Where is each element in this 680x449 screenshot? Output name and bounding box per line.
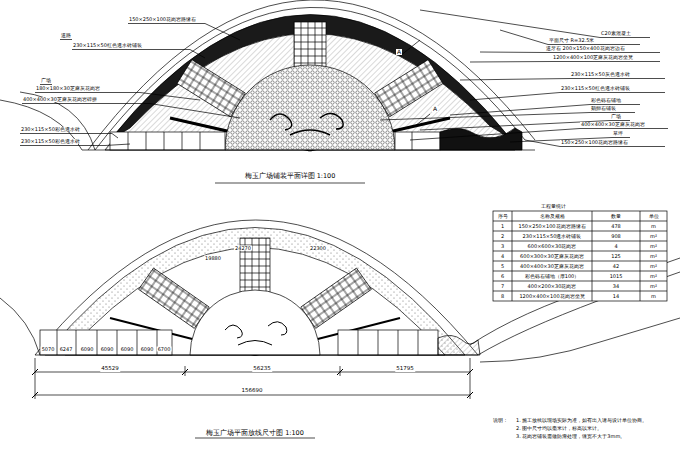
- dimension: 6090: [100, 347, 115, 352]
- dimension: 22300: [309, 246, 327, 251]
- dimension: 6247: [59, 347, 74, 352]
- table-header: 单位: [648, 214, 660, 219]
- table-header: 序号: [497, 214, 509, 219]
- note-text: 1. 施工放线以现场实际为准，如有出入请与设计单位协商。: [515, 418, 648, 423]
- callout-text: 广场: [610, 114, 622, 119]
- callout-text: 230×115×50彩色透水砖: [20, 127, 81, 132]
- callout-text: 彩色砾石铺地: [590, 98, 622, 103]
- table-cell: 7: [500, 284, 505, 289]
- table-cell: 4: [500, 254, 505, 259]
- drawing-title: 梅玉广场平面放线尺寸图 1:100: [205, 430, 305, 437]
- note-text: 3. 花岗岩铺装需做防滑处理，缝宽不大于3mm。: [515, 434, 626, 439]
- table-cell: m²: [649, 264, 658, 269]
- callout-text: 230×115×50红色透水砖铺装: [72, 43, 143, 48]
- table-cell: m²: [649, 254, 658, 259]
- callout-text: 道牙石 200×150×400花岗岩边石: [545, 46, 626, 51]
- dimension: 6090: [80, 347, 95, 352]
- callout-text: 广场: [40, 78, 52, 83]
- callout-text: 1200×400×100芝麻灰花岗岩坐凳: [552, 55, 634, 60]
- callout-text: 道路: [60, 33, 72, 38]
- table-cell: m²: [649, 284, 658, 289]
- note-heading: 说明：: [492, 418, 509, 423]
- callout-text: 鹅卵石铺装: [590, 106, 617, 111]
- table-cell: 6: [500, 274, 505, 279]
- section-mark: A: [432, 106, 438, 112]
- callout-text: 150×250×100花岗岩路缘石: [560, 140, 629, 145]
- table-cell: 3: [500, 244, 505, 249]
- table-cell: 478: [610, 224, 622, 229]
- table-cell: 230×115×50透水砖铺装: [522, 234, 583, 239]
- drawing-title: 梅玉广场铺装平面详图 1:100: [244, 173, 337, 180]
- note-text: 2. 图中尺寸均以毫米计，标高以米计。: [515, 426, 603, 431]
- table-title: 工程量统计: [540, 204, 567, 209]
- table-cell: 42: [612, 264, 620, 269]
- table-cell: 1: [500, 224, 505, 229]
- table-cell: 彩色砾石铺地（厚100）: [524, 274, 581, 279]
- dimension: 19880: [204, 256, 222, 261]
- table-cell: m: [650, 294, 657, 299]
- dimension: 24270: [234, 246, 252, 251]
- table-cell: 8: [500, 294, 505, 299]
- table-cell: 4: [613, 244, 618, 249]
- table-cell: 400×200×30花岗岩: [527, 284, 578, 289]
- table-cell: 125: [610, 254, 622, 259]
- section-mark: A: [396, 49, 402, 55]
- table-cell: 400×400×30芝麻灰花岗岩: [519, 264, 585, 269]
- table-cell: 2: [500, 234, 505, 239]
- table-cell: 14: [612, 294, 620, 299]
- table-cell: m²: [649, 234, 658, 239]
- callout-text: 230×115×50红色透水砖铺装: [560, 86, 631, 91]
- callout-text: 平面尺寸 R=32.5米: [548, 38, 595, 43]
- callout-text: 150×250×100花岗岩路缘石: [128, 17, 197, 22]
- table-cell: m²: [649, 244, 658, 249]
- table-cell: 5: [500, 264, 505, 269]
- callout-text: 400×400×30芝麻灰花岗岩碎拼: [22, 97, 98, 102]
- callout-text: C20素混凝土: [600, 31, 632, 36]
- table-cell: 1015: [609, 274, 624, 279]
- table-header: 名称及规格: [539, 214, 566, 219]
- dimension: 45529: [100, 366, 120, 372]
- table-cell: 908: [610, 234, 622, 239]
- table-cell: 1200×400×100花岗岩坐凳: [518, 294, 585, 299]
- dimension: 6700: [157, 347, 172, 352]
- callout-text: 草坪: [612, 131, 624, 136]
- table-cell: m²: [649, 274, 658, 279]
- table-cell: 150×250×100花岗岩路缘石: [517, 224, 586, 229]
- callout-text: 230×115×50灰色透水砖: [570, 72, 631, 77]
- dimension: 156690: [241, 388, 264, 394]
- dimension: 51795: [395, 366, 415, 372]
- dimension: 6090: [120, 347, 135, 352]
- callout-text: 180×180×30芝麻灰花岗岩: [35, 86, 101, 91]
- dimension: 6090: [140, 347, 155, 352]
- table-cell: 600×300×30芝麻灰花岗岩: [519, 254, 585, 259]
- table-cell: 600×600×30花岗岩: [527, 244, 578, 249]
- table-header: 数量: [610, 214, 622, 219]
- table-cell: 34: [612, 284, 620, 289]
- callout-text: 230×115×50彩色透水砖: [20, 139, 81, 144]
- table-cell: m: [650, 224, 657, 229]
- callout-text: 400×400×30芝麻灰花岗岩: [580, 122, 646, 127]
- dimension: 5070: [41, 347, 56, 352]
- dimension: 56235: [252, 366, 272, 372]
